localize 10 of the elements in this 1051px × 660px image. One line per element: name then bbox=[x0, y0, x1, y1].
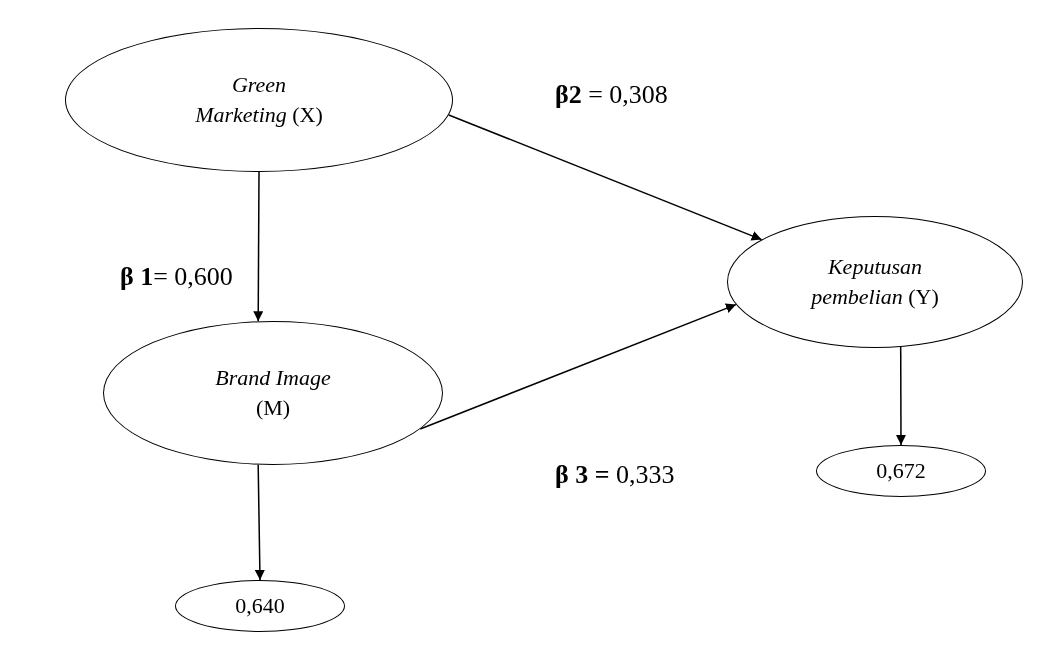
arrow bbox=[448, 114, 763, 241]
node-label: 0,640 bbox=[235, 592, 285, 621]
node-label: Green Marketing (X) bbox=[194, 71, 324, 129]
node-label: 0,672 bbox=[876, 457, 926, 486]
arrow bbox=[253, 171, 264, 322]
node-label: Brand Image (M) bbox=[214, 364, 332, 422]
arrow bbox=[895, 346, 906, 446]
arrow bbox=[254, 464, 265, 581]
arrow bbox=[419, 303, 737, 430]
node-label: Keputusan pembelian (Y) bbox=[809, 253, 940, 311]
